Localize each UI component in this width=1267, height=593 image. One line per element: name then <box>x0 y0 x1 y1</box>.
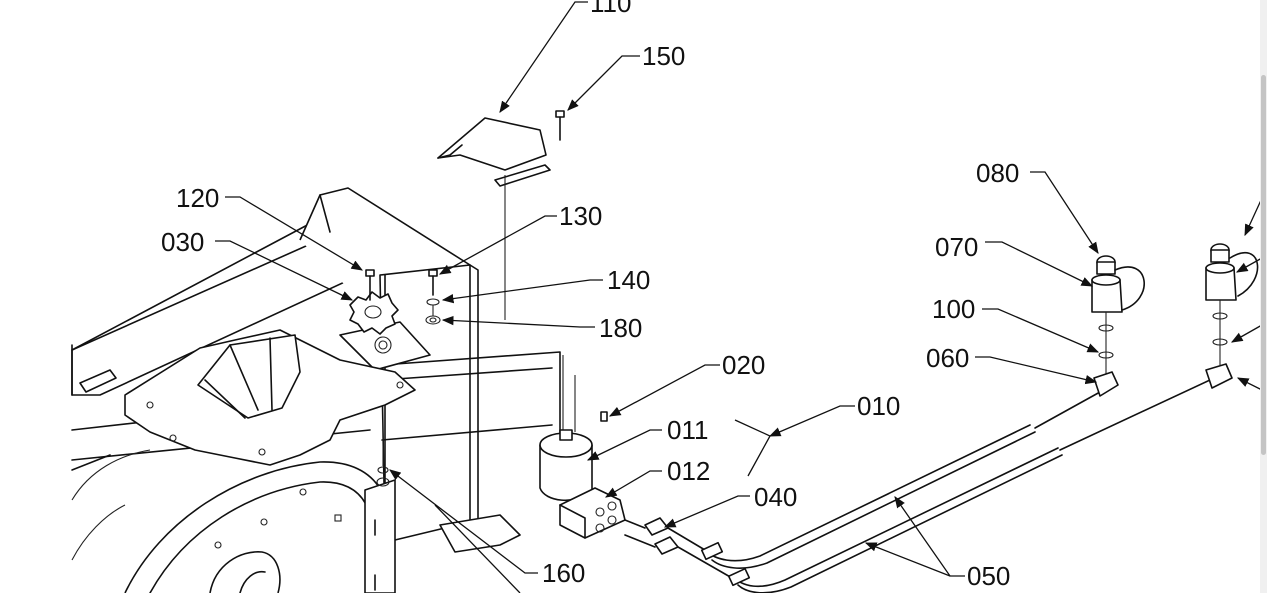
callout-010: 010 <box>857 391 900 421</box>
callout-110: 110 <box>590 0 631 18</box>
screw-150-part <box>555 110 565 141</box>
hose-050-part <box>700 379 1211 593</box>
callout-080: 080 <box>976 158 1019 188</box>
fitting-040-part <box>624 517 733 579</box>
callout-labels: 110 150 120 030 130 140 180 020 011 012 … <box>161 0 1019 591</box>
callout-130: 130 <box>559 201 602 231</box>
callout-120: 120 <box>176 183 219 213</box>
callout-011: 011 <box>667 415 708 445</box>
vertical-scrollbar[interactable] <box>1260 0 1267 593</box>
callout-040: 040 <box>754 482 797 512</box>
top-bracket-part <box>437 117 551 320</box>
callout-070: 070 <box>935 232 978 262</box>
leader-lines <box>215 1 1263 593</box>
sprocket-part <box>349 269 441 335</box>
scrollbar-thumb[interactable] <box>1261 75 1266 455</box>
callout-012: 012 <box>667 456 710 486</box>
callout-100: 100 <box>932 294 975 324</box>
motor-assembly <box>539 355 626 539</box>
coupler-stack-left <box>1091 255 1145 397</box>
coupler-stack-right <box>1205 243 1259 389</box>
washer-160-part <box>376 420 390 487</box>
callout-030: 030 <box>161 227 204 257</box>
callout-150: 150 <box>642 41 685 71</box>
callout-160: 160 <box>542 558 585 588</box>
callout-050: 050 <box>967 561 1010 591</box>
callout-140: 140 <box>607 265 650 295</box>
callout-020: 020 <box>722 350 765 380</box>
callout-060: 060 <box>926 343 969 373</box>
callout-180: 180 <box>599 313 642 343</box>
